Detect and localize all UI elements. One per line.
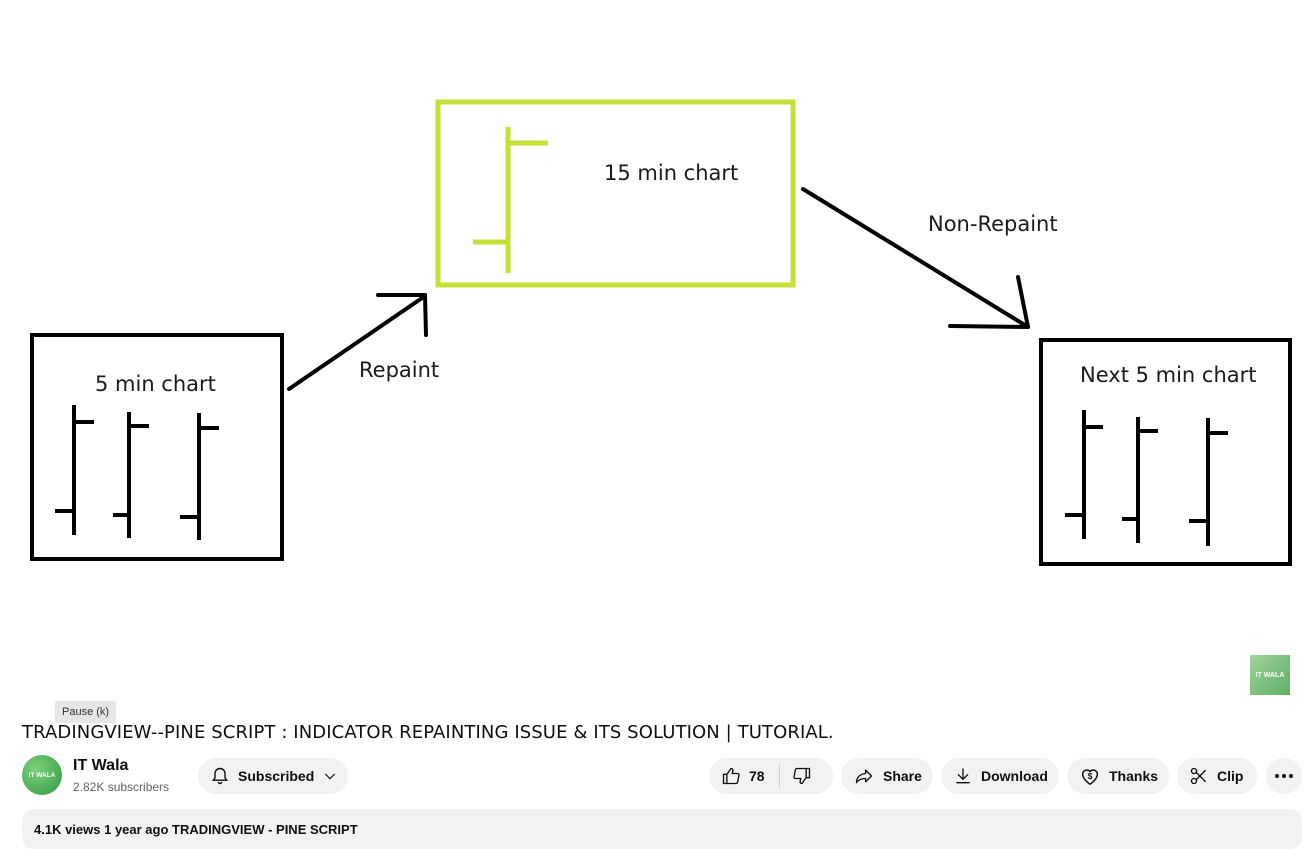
download-icon xyxy=(956,768,970,784)
thumbs-up-icon[interactable] xyxy=(721,766,741,786)
more-horizontal-icon xyxy=(1275,774,1293,778)
fifteen-min-chart-label: 15 min chart xyxy=(604,161,739,185)
next-five-min-chart-label: Next 5 min chart xyxy=(1080,363,1257,387)
video-title: TRADINGVIEW--PINE SCRIPT : INDICATOR REP… xyxy=(22,722,834,743)
heart-dollar-icon: $ xyxy=(1081,769,1099,786)
thanks-label: Thanks xyxy=(1109,768,1159,784)
next-five-min-candles xyxy=(1065,410,1228,546)
like-dislike-group: 78 xyxy=(709,758,833,794)
five-min-candles xyxy=(55,405,219,540)
video-frame-drawing xyxy=(30,99,1292,566)
non-repaint-arrow xyxy=(801,187,1030,329)
thumbs-down-icon[interactable] xyxy=(792,766,812,786)
scissors-icon xyxy=(1190,767,1207,785)
like-count[interactable]: 78 xyxy=(749,768,765,784)
repaint-arrow xyxy=(287,293,428,391)
subscribed-label: Subscribed xyxy=(238,768,315,784)
description-box[interactable]: 4.1K views 1 year ago TRADINGVIEW - PINE… xyxy=(22,809,1302,849)
five-min-chart-label: 5 min chart xyxy=(95,372,216,396)
video-player[interactable]: 5 min chart 15 min chart Next 5 min char… xyxy=(0,0,1315,715)
non-repaint-label: Non-Repaint xyxy=(928,212,1058,236)
svg-text:$: $ xyxy=(1088,772,1093,781)
share-label: Share xyxy=(883,768,922,784)
chevron-down-icon xyxy=(325,773,336,780)
subscriber-count: 2.82K subscribers xyxy=(73,780,170,794)
more-actions-button[interactable] xyxy=(1266,758,1302,794)
fifteen-min-chart-box xyxy=(435,99,796,288)
clip-label: Clip xyxy=(1217,768,1244,784)
channel-name[interactable]: IT Wala xyxy=(73,757,129,774)
share-icon xyxy=(855,769,873,784)
thanks-button[interactable]: $ Thanks xyxy=(1067,758,1169,794)
channel-watermark[interactable]: IT WALA xyxy=(1250,655,1290,695)
subscribed-button[interactable]: Subscribed xyxy=(198,758,348,794)
repaint-label: Repaint xyxy=(359,358,440,382)
bell-icon xyxy=(212,767,228,785)
clip-button[interactable]: Clip xyxy=(1177,758,1257,794)
share-button[interactable]: Share xyxy=(841,758,933,794)
like-divider xyxy=(778,764,780,788)
description-meta: 4.1K views 1 year ago TRADINGVIEW - PINE… xyxy=(34,822,358,837)
fifteen-min-candle xyxy=(473,127,548,273)
pause-tooltip: Pause (k) xyxy=(55,701,117,723)
next-five-min-chart-box xyxy=(1039,338,1292,566)
download-label: Download xyxy=(981,768,1048,784)
download-button[interactable]: Download xyxy=(941,758,1059,794)
five-min-chart-box xyxy=(30,333,284,561)
channel-avatar[interactable]: IT WALA xyxy=(22,755,62,795)
